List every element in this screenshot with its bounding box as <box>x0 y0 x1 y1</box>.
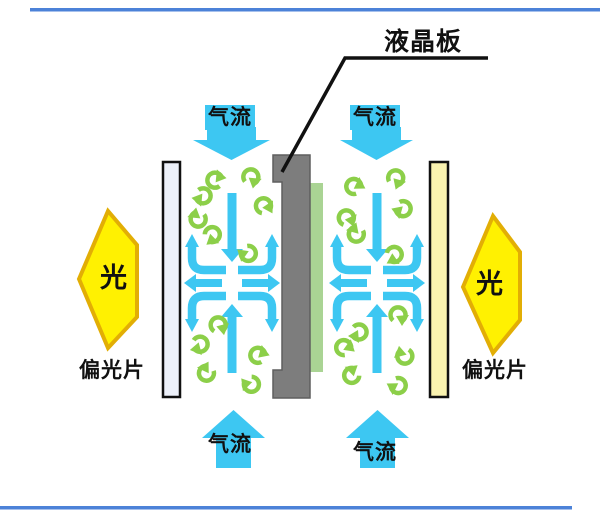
lcd-label-leader-line <box>280 56 488 173</box>
curl-arrow <box>383 374 408 399</box>
lcd-panel <box>272 154 311 399</box>
airflow-arrow-bottom-left <box>202 410 265 468</box>
curl-arrow <box>248 342 272 366</box>
convection-pattern-right <box>329 193 425 373</box>
curl-arrow <box>206 168 228 189</box>
curl-arrow <box>186 206 207 228</box>
curl-arrow <box>253 194 278 219</box>
light-label-right: 光 <box>476 269 504 299</box>
polarizer-plate-right <box>428 160 450 399</box>
airflow-label-top-right: 气流 <box>350 105 400 131</box>
curl-arrow <box>339 360 365 386</box>
polarizer-label-left: 偏光片 <box>79 359 145 382</box>
airflow-label-bottom-left: 气流 <box>208 433 252 456</box>
light-arrow-right <box>460 212 522 357</box>
curl-arrow <box>242 168 263 190</box>
curl-arrow <box>193 358 218 383</box>
curl-arrow <box>188 335 210 356</box>
curl-arrow <box>199 224 225 250</box>
diffuser-layer <box>310 183 323 372</box>
curl-arrow <box>389 198 413 222</box>
light-label-left: 光 <box>100 263 128 293</box>
curl-arrow <box>385 168 409 192</box>
lcd-panel-label: 液晶板 <box>384 28 463 56</box>
bottom-edge-line <box>0 506 572 510</box>
polarizer-label-right: 偏光片 <box>462 359 528 382</box>
polarizer-plate-left <box>161 160 182 399</box>
airflow-label-top-left: 气流 <box>205 105 255 131</box>
curl-arrow <box>190 187 212 208</box>
curl-arrow <box>392 344 413 366</box>
curl-arrow <box>344 173 369 198</box>
airflow-arrow-bottom-right <box>346 410 409 468</box>
curl-arrow <box>343 220 367 244</box>
airflow-label-bottom-right: 气流 <box>353 441 397 464</box>
light-arrow-left <box>76 207 139 352</box>
curl-arrow <box>381 244 406 269</box>
top-edge-line <box>30 8 600 12</box>
airflow-arrow-top-right <box>340 127 413 160</box>
curl-arrow <box>391 307 410 326</box>
curl-arrow <box>236 371 262 397</box>
airflow-arrow-top-left <box>193 127 270 160</box>
